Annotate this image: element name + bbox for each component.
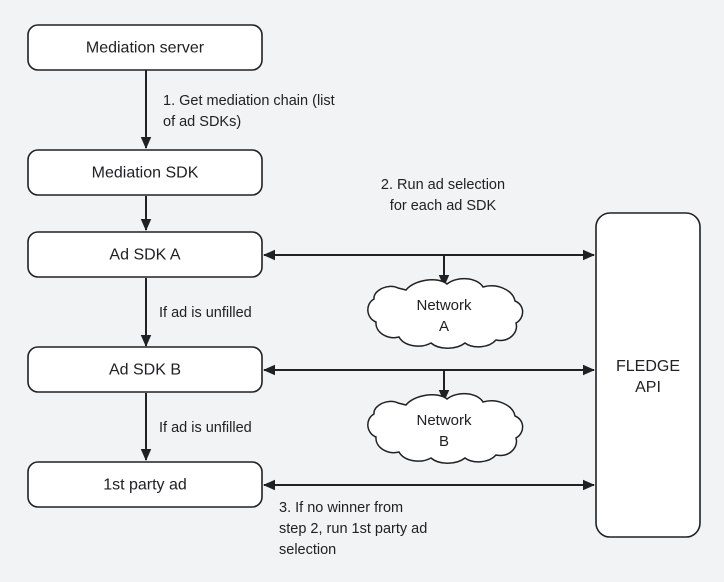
node-mediation-sdk-box[interactable] bbox=[27, 149, 263, 196]
edge-label-step-1-line1: 1. Get mediation chain (list bbox=[163, 93, 335, 109]
cloud-network-b[interactable]: Network B bbox=[367, 393, 524, 464]
node-first-party-ad[interactable]: 1st party ad bbox=[27, 461, 263, 508]
edge-label-step-1: 1. Get mediation chain (list of ad SDKs) bbox=[163, 93, 335, 130]
edge-label-step-3: 3. If no winner from step 2, run 1st par… bbox=[279, 500, 427, 558]
node-first-party-ad-label: 1st party ad bbox=[103, 477, 187, 494]
cloud-network-a-label-line1: Network bbox=[416, 297, 472, 314]
edge-label-step-2-line1: 2. Run ad selection bbox=[381, 177, 505, 193]
node-mediation-sdk[interactable]: Mediation SDK bbox=[27, 149, 263, 196]
cloud-network-b-label-line2: B bbox=[439, 433, 449, 450]
cloud-network-a[interactable]: Network A bbox=[367, 278, 524, 349]
edge-label-step-3-line2: step 2, run 1st party ad bbox=[279, 521, 427, 537]
node-ad-sdk-a[interactable]: Ad SDK A bbox=[27, 231, 263, 278]
node-mediation-server[interactable]: Mediation server bbox=[27, 24, 263, 71]
node-ad-sdk-a-box[interactable] bbox=[27, 231, 263, 278]
cloud-network-a-label-line2: A bbox=[439, 318, 449, 335]
edge-label-if-ad-unfilled-b: If ad is unfilled bbox=[159, 420, 252, 436]
node-mediation-sdk-label: Mediation SDK bbox=[92, 165, 199, 182]
cloud-network-b-shape[interactable] bbox=[367, 393, 524, 464]
node-first-party-ad-box[interactable] bbox=[27, 461, 263, 508]
edge-label-step-2-line2: for each ad SDK bbox=[390, 198, 497, 214]
edge-label-step-3-line1: 3. If no winner from bbox=[279, 500, 403, 516]
node-ad-sdk-b-box[interactable] bbox=[27, 346, 263, 393]
node-fledge-api-label-line2: API bbox=[635, 379, 661, 396]
edge-label-if-ad-unfilled-a: If ad is unfilled bbox=[159, 305, 252, 321]
cloud-network-a-shape[interactable] bbox=[367, 278, 524, 349]
node-fledge-api-label-line1: FLEDGE bbox=[616, 358, 680, 375]
edge-label-step-3-line3: selection bbox=[279, 542, 336, 558]
edge-label-step-2: 2. Run ad selection for each ad SDK bbox=[381, 177, 505, 214]
node-mediation-server-label: Mediation server bbox=[86, 40, 205, 57]
node-fledge-api[interactable]: FLEDGE API bbox=[595, 212, 701, 538]
node-fledge-api-box[interactable] bbox=[595, 212, 701, 538]
cloud-network-b-label-line1: Network bbox=[416, 412, 472, 429]
node-ad-sdk-b-label: Ad SDK B bbox=[109, 362, 181, 379]
node-ad-sdk-b[interactable]: Ad SDK B bbox=[27, 346, 263, 393]
node-ad-sdk-a-label: Ad SDK A bbox=[109, 247, 180, 264]
node-mediation-server-box[interactable] bbox=[27, 24, 263, 71]
edge-label-step-1-line2: of ad SDKs) bbox=[163, 114, 241, 130]
